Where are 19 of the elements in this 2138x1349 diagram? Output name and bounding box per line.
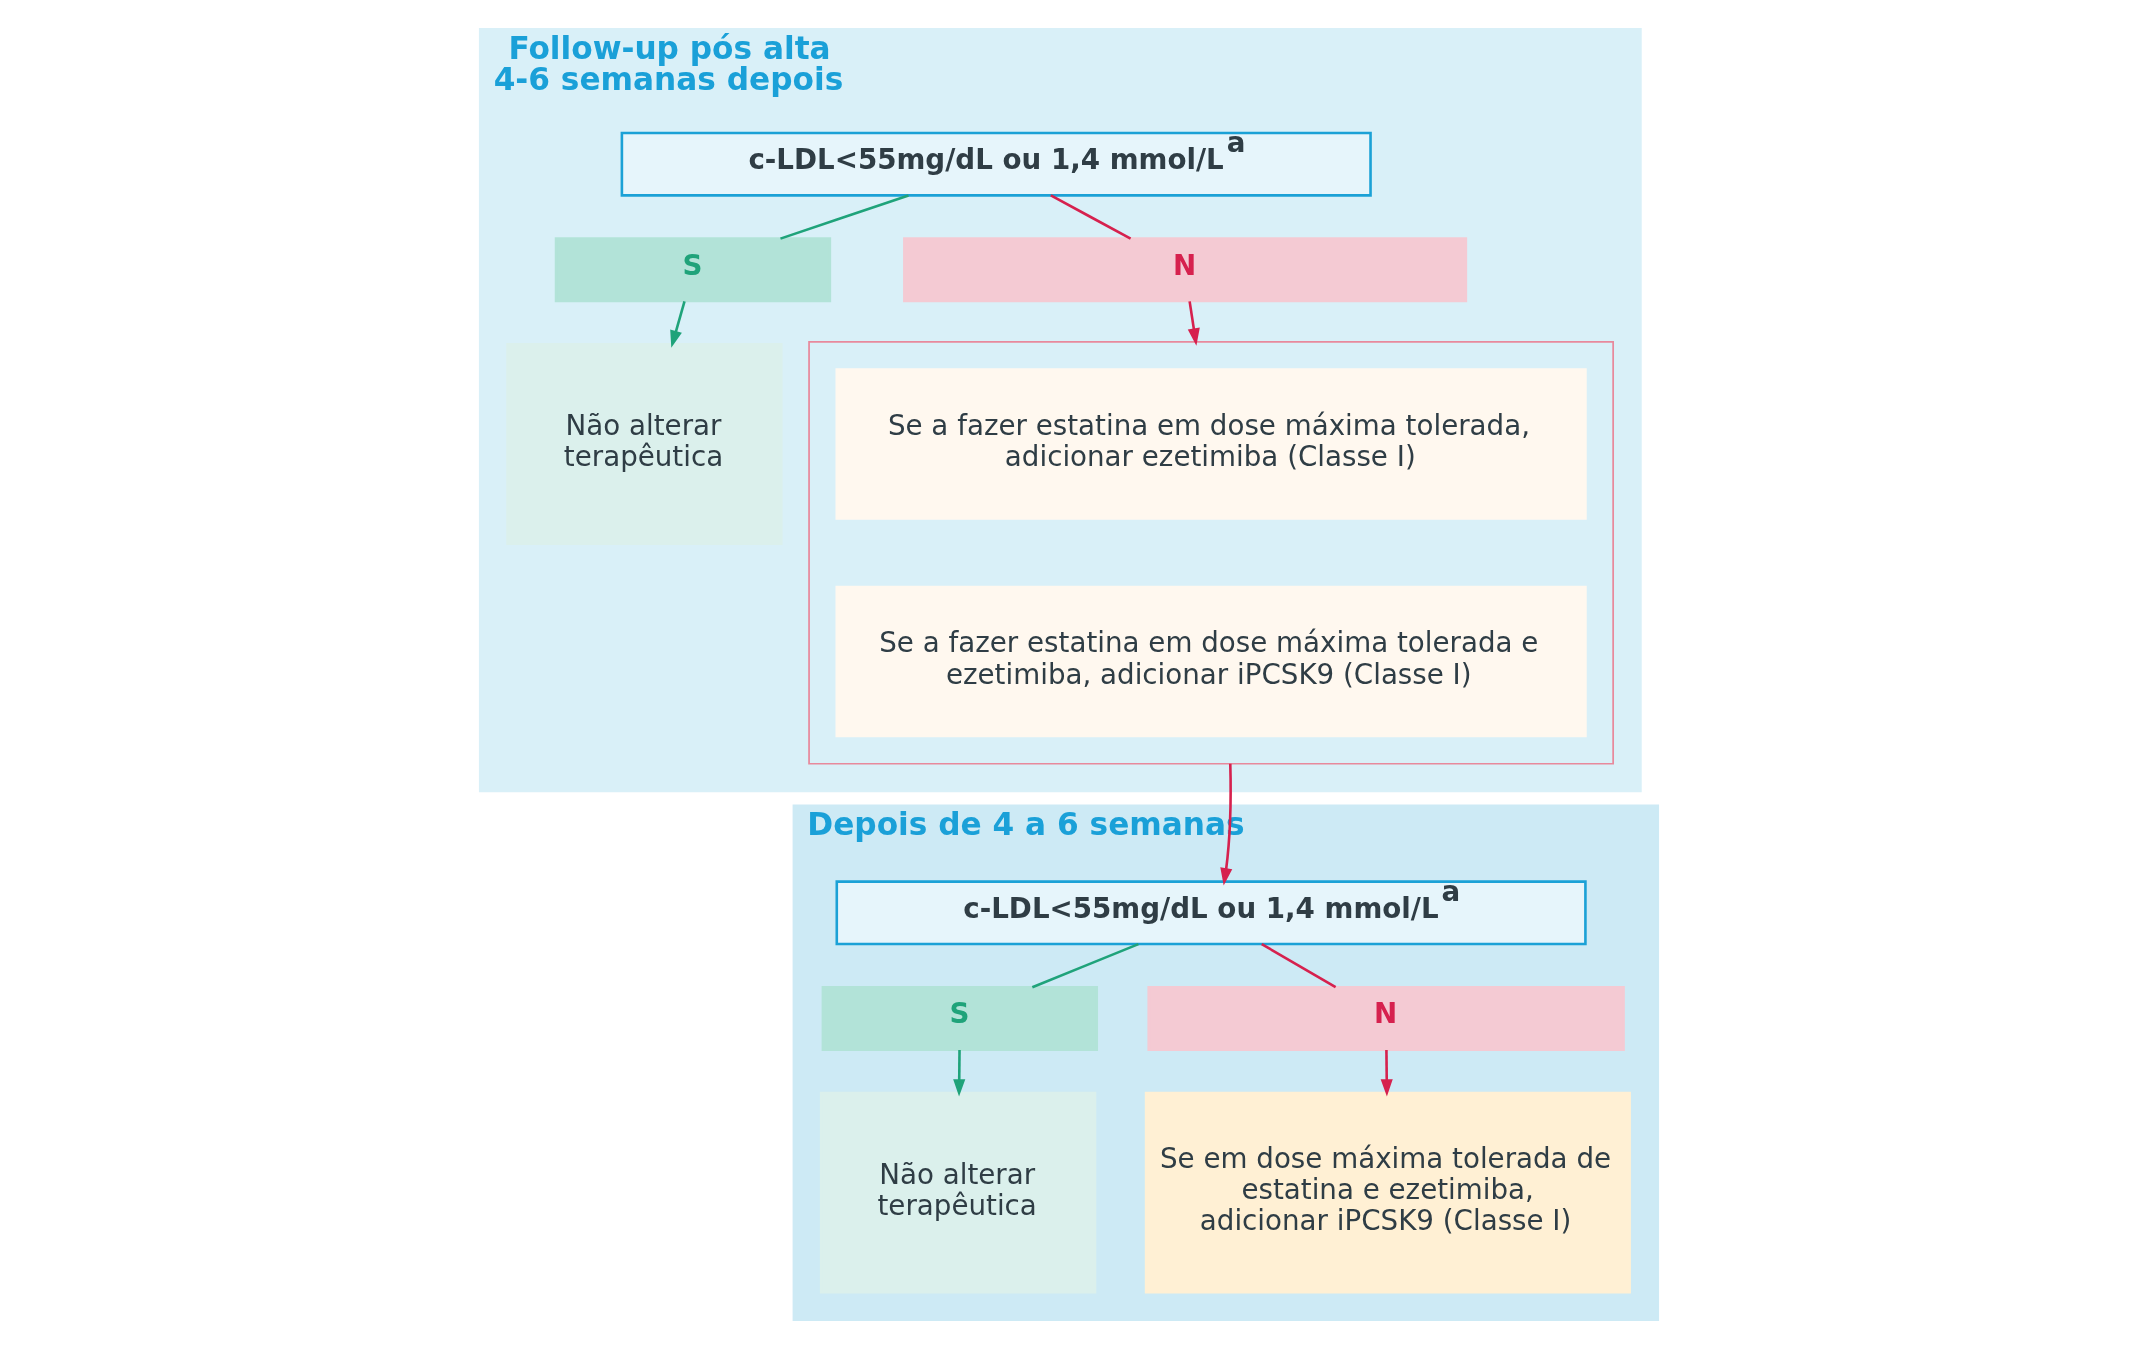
cluster	[808, 340, 1614, 765]
connector	[1261, 942, 1337, 989]
connector	[1050, 194, 1132, 240]
connector	[1031, 942, 1139, 989]
node-box: N	[1147, 986, 1625, 1051]
node-box: Não alterar terapêutica	[819, 1091, 1097, 1294]
node-box: S	[821, 986, 1099, 1051]
arrow	[1220, 763, 1233, 886]
arrow	[953, 1049, 966, 1097]
arrow	[1380, 1049, 1393, 1097]
node-box: N	[903, 237, 1468, 303]
node-box: S	[554, 237, 832, 303]
node-box: Se a fazer estatina em dose máxima tolerada e ezetimiba, adicionar iPCSK9 (Classe I)	[835, 585, 1587, 738]
node-box: Se em dose máxima tolerada de estatina e ezetimiba, adicionar iPCSK9 (Classe I)	[1144, 1091, 1631, 1294]
node-box: Se a fazer estatina em dose máxima tolerada, adicionar ezetimiba (Classe I)	[835, 368, 1587, 520]
node-box: Não alterar terapêutica	[506, 343, 783, 545]
arrow	[1187, 301, 1200, 346]
arrow	[670, 300, 686, 348]
connector	[780, 194, 909, 240]
